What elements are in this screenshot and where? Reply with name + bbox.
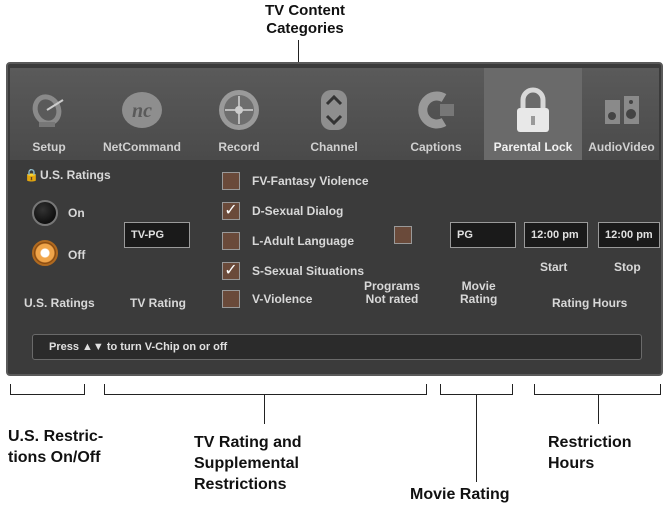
movie-rating-field[interactable]: PG	[450, 222, 516, 248]
programs-not-rated-label: Programs Not rated	[364, 279, 421, 306]
bracket-tick	[84, 384, 85, 395]
menu-bar: Setup nc NetCommand Record Channel Capti…	[10, 68, 659, 160]
s-label: S-Sexual Situations	[252, 264, 365, 278]
us-restrictions-bracket	[10, 394, 84, 395]
bracket-tick	[10, 384, 11, 395]
parental-lock-content: 🔒 U.S. Ratings On Off U.S. Ratings TV-PG…	[10, 162, 660, 332]
l-label: L-Adult Language	[252, 234, 354, 248]
svg-text:nc: nc	[132, 100, 152, 122]
us-restrictions-callout: U.S. Restric- tions On/Off	[8, 428, 104, 466]
tv-rating-supplemental-callout: TV Rating and Supplemental Restrictions	[194, 434, 302, 493]
us-ratings-on-radio[interactable]	[32, 200, 58, 226]
bracket-stem	[476, 394, 477, 482]
fv-label: FV-Fantasy Violence	[252, 174, 369, 188]
stop-label: Stop	[614, 260, 641, 274]
tv-rating-field[interactable]: TV-PG	[124, 222, 190, 248]
tv-content-categories-callout: TV Content Categories	[265, 2, 345, 37]
bracket-tick	[512, 384, 513, 395]
bracket-tick	[440, 384, 441, 395]
captions-icon	[414, 88, 458, 132]
menu-captions[interactable]: Captions	[396, 68, 476, 160]
bracket-stem	[598, 394, 599, 424]
tv-rating-label: TV Rating	[130, 296, 186, 310]
fv-checkbox[interactable]	[222, 172, 240, 190]
start-time-field[interactable]: 12:00 pm	[524, 222, 588, 248]
v-label: V-Violence	[252, 292, 313, 306]
us-ratings-section-label: U.S. Ratings	[24, 296, 95, 310]
menu-audiovideo[interactable]: AudioVideo	[584, 68, 659, 160]
menu-netcommand[interactable]: nc NetCommand	[92, 68, 192, 160]
status-bar: Press ▲▼ to turn V-Chip on or off	[32, 334, 642, 360]
rating-hours-label: Rating Hours	[552, 296, 628, 310]
restriction-hours-callout: Restriction Hours	[548, 434, 632, 472]
padlock-icon	[511, 87, 555, 132]
menu-setup[interactable]: Setup	[10, 68, 88, 160]
menu-label: Record	[218, 140, 260, 154]
small-lock-icon: 🔒	[24, 168, 39, 182]
us-ratings-off-radio[interactable]	[32, 240, 58, 266]
l-checkbox[interactable]	[222, 232, 240, 250]
parental-lock-screen: Setup nc NetCommand Record Channel Capti…	[6, 62, 663, 376]
bracket-tick	[534, 384, 535, 395]
movie-rating-callout: Movie Rating	[410, 486, 510, 503]
start-label: Start	[540, 260, 568, 274]
tv-rating-bracket	[104, 394, 426, 395]
v-checkbox[interactable]	[222, 290, 240, 308]
netcommand-logo-icon: nc	[120, 88, 164, 132]
stop-time-field[interactable]: 12:00 pm	[598, 222, 660, 248]
satellite-dish-icon	[27, 88, 71, 132]
menu-channel[interactable]: Channel	[294, 68, 374, 160]
speakers-icon	[600, 88, 644, 132]
menu-label: Setup	[32, 140, 66, 154]
menu-label: NetCommand	[102, 140, 181, 154]
bracket-tick	[660, 384, 661, 395]
programs-not-rated-checkbox[interactable]	[394, 226, 412, 244]
us-ratings-on-label: On	[68, 206, 85, 220]
us-ratings-title: U.S. Ratings	[40, 168, 111, 182]
channel-updown-icon	[312, 88, 356, 132]
d-checkbox[interactable]: ✓	[222, 202, 240, 220]
us-ratings-off-label: Off	[68, 248, 86, 262]
menu-label: Captions	[410, 140, 462, 154]
d-label: D-Sexual Dialog	[252, 204, 344, 218]
menu-label: Parental Lock	[493, 140, 573, 154]
bracket-stem	[264, 394, 265, 424]
menu-parental-lock[interactable]: Parental Lock	[484, 68, 582, 160]
restriction-hours-bracket	[534, 394, 660, 395]
menu-label: Channel	[310, 140, 358, 154]
menu-record[interactable]: Record	[200, 68, 278, 160]
menu-label: AudioVideo	[588, 140, 655, 154]
bracket-tick	[426, 384, 427, 395]
s-checkbox[interactable]: ✓	[222, 262, 240, 280]
status-text: Press ▲▼ to turn V-Chip on or off	[49, 341, 228, 353]
bracket-tick	[104, 384, 105, 395]
movie-rating-label: Movie Rating	[460, 279, 498, 306]
record-reel-icon	[217, 88, 261, 132]
